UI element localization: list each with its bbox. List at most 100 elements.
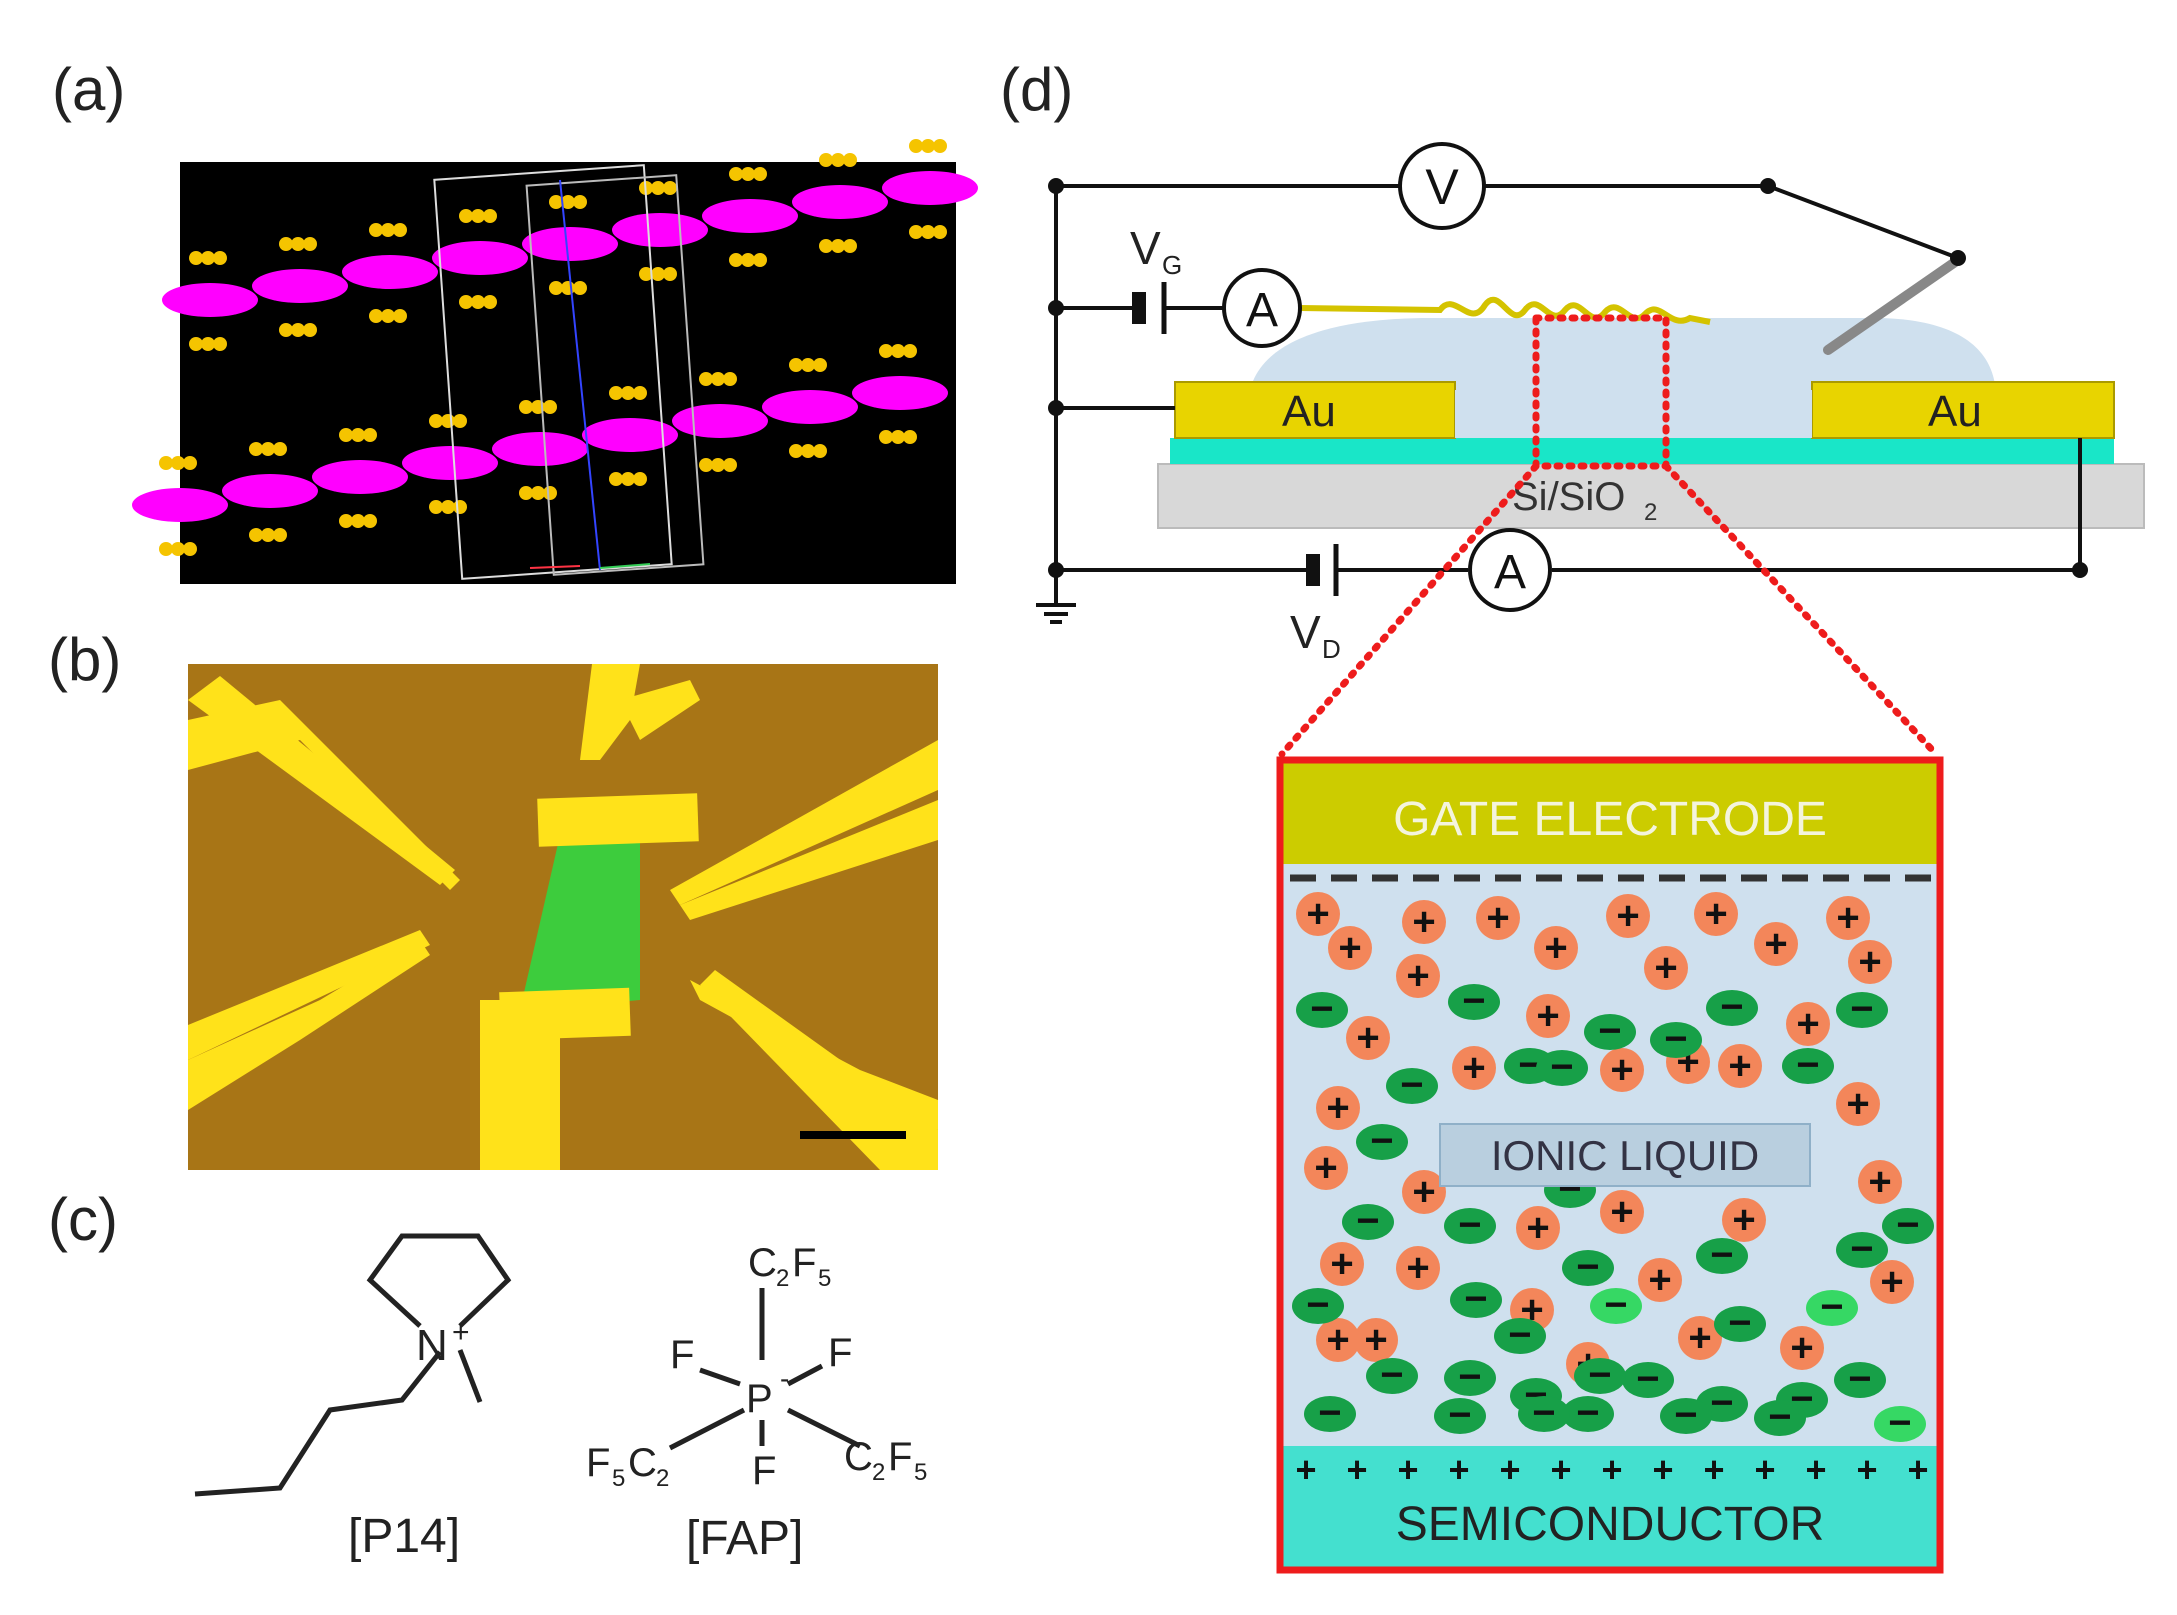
channel-flake (520, 820, 640, 1010)
atom (663, 181, 677, 195)
p14-charge: + (452, 1316, 470, 1349)
anion: − (1574, 1353, 1626, 1397)
anion: − (1782, 1043, 1834, 1087)
atom (453, 500, 467, 514)
cation: + (1858, 1160, 1902, 1204)
svg-text:+: + (1406, 954, 1429, 998)
atom (339, 514, 353, 528)
electrode-left-label: Au (1282, 387, 1336, 436)
atom (363, 428, 377, 442)
drain-voltage-label: V (1290, 606, 1321, 658)
atom (441, 414, 455, 428)
panel-a-label: (a) (52, 56, 125, 123)
unit-cell-back (525, 174, 705, 576)
cation: + (1476, 896, 1520, 940)
molecule-chain-segment (342, 255, 438, 289)
atom (651, 267, 665, 281)
positive-charge: + (1499, 1449, 1520, 1490)
liquid-over-channel (1455, 390, 1812, 438)
panel-b-micrograph (188, 664, 938, 1170)
svg-text:−: − (1400, 1063, 1423, 1107)
anion: − (1650, 1017, 1702, 1061)
fap-labels: C 2 F 5 F F P - F F 5 C 2 C 2 F 5 (586, 1241, 927, 1493)
substrate-block (1157, 463, 2145, 529)
svg-text:−: − (1820, 1285, 1843, 1329)
svg-text:−: − (1370, 1119, 1393, 1163)
anion: − (1806, 1285, 1858, 1329)
positive-charge: + (1397, 1449, 1418, 1490)
svg-text:+: + (1406, 1246, 1429, 1290)
atom (393, 223, 407, 237)
atom (531, 486, 545, 500)
gate-electrode-label: GATE ELECTRODE (1393, 793, 1827, 846)
circuit-wires (1036, 184, 2082, 624)
atom (609, 472, 623, 486)
atom (291, 237, 305, 251)
anion: − (1834, 1357, 1886, 1401)
svg-text:−: − (1576, 1245, 1599, 1289)
atom (633, 472, 647, 486)
drain-ammeter-label: A (1494, 546, 1526, 599)
anion: − (1714, 1301, 1766, 1345)
atom (213, 251, 227, 265)
atom (549, 281, 563, 295)
svg-text:+: + (1314, 1146, 1337, 1190)
atom (801, 444, 815, 458)
svg-text:−: − (1458, 1355, 1481, 1399)
molecule-chain-segment (852, 376, 948, 410)
atom (543, 486, 557, 500)
atom (909, 139, 923, 153)
positive-charge: + (1754, 1449, 1775, 1490)
atom (831, 153, 845, 167)
anion: − (1706, 985, 1758, 1029)
cation: + (1516, 1206, 1560, 1250)
atom (921, 139, 935, 153)
axis-b (559, 179, 601, 571)
svg-text:+: + (1790, 1326, 1813, 1370)
voltmeter-label: V (1425, 159, 1459, 215)
axis-a (529, 565, 581, 569)
circuit-nodes (1048, 178, 2088, 578)
atom (171, 542, 185, 556)
atom (441, 500, 455, 514)
cation: + (1396, 1246, 1440, 1290)
atom (831, 239, 845, 253)
atom (471, 209, 485, 223)
atom (879, 430, 893, 444)
substrate-label-sub: 2 (1644, 499, 1657, 526)
anion: − (1696, 1233, 1748, 1277)
svg-text:−: − (1710, 1233, 1733, 1277)
svg-text:−: − (1896, 1203, 1919, 1247)
svg-text:−: − (1306, 1283, 1329, 1327)
molecule-chain-segment (252, 269, 348, 303)
svg-text:−: − (1356, 1199, 1379, 1243)
atom (171, 456, 185, 470)
svg-text:−: − (1550, 1045, 1573, 1089)
dielectric-layer (1170, 438, 2114, 464)
atom (819, 153, 833, 167)
anion: − (1444, 1355, 1496, 1399)
atom (363, 514, 377, 528)
svg-text:+: + (1412, 900, 1435, 944)
atom (159, 456, 173, 470)
voltmeter: V (1398, 142, 1486, 230)
atom (189, 337, 203, 351)
svg-text:−: − (1508, 1313, 1531, 1357)
atom (393, 309, 407, 323)
fap-center-p: P (746, 1377, 773, 1421)
atom (651, 181, 665, 195)
atom (723, 372, 737, 386)
svg-text:−: − (1636, 1357, 1659, 1401)
svg-text:+: + (1526, 1206, 1549, 1250)
molecule-chain-segment (672, 404, 768, 438)
fap-top-c: C (748, 1241, 777, 1285)
anion: − (1304, 1391, 1356, 1435)
atom (183, 456, 197, 470)
cation: + (1328, 926, 1372, 970)
atom (471, 295, 485, 309)
cation: + (1606, 894, 1650, 938)
drain-ammeter: A (1468, 528, 1552, 612)
svg-text:−: − (1674, 1393, 1697, 1437)
ionic-liquid-label-box (1439, 1123, 1811, 1187)
molecule-chain-segment (132, 488, 228, 522)
